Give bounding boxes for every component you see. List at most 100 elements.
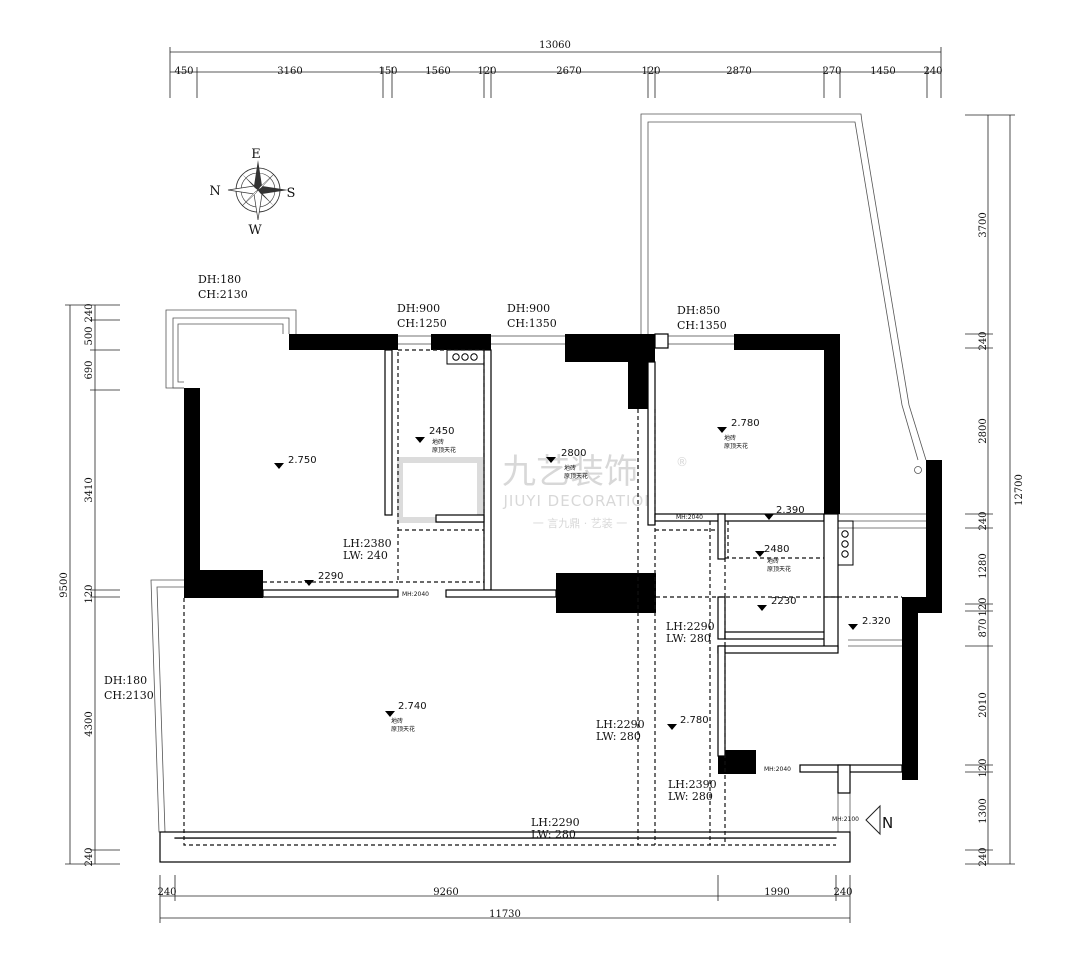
dim-bottom-1: 240 xyxy=(157,887,176,898)
wall-column-sw xyxy=(184,570,263,598)
beam-4-lh: LH:2390 xyxy=(668,778,717,791)
dim-right-4: 240 xyxy=(978,511,989,530)
dim-top-3: 150 xyxy=(378,66,397,77)
compass-e: E xyxy=(251,147,261,162)
dim-top-8: 2870 xyxy=(726,66,751,77)
wall-column-center xyxy=(556,573,656,613)
dim-right-10: 1300 xyxy=(978,798,989,823)
partition-l xyxy=(823,596,839,650)
note-floor: 地砖 xyxy=(564,464,576,472)
beam-2-lh: LH:2290 xyxy=(666,620,715,633)
note-floor: 地砖 xyxy=(724,434,736,442)
dim-top-total: 13060 xyxy=(539,40,571,51)
dim-left-1: 240 xyxy=(84,303,95,322)
dim-right-11: 240 xyxy=(978,847,989,866)
partition-h xyxy=(717,513,726,560)
compass-w: W xyxy=(248,223,262,238)
beam-5-lh: LH:2290 xyxy=(531,816,580,829)
level-9: 2.320 xyxy=(862,616,891,627)
opening-1-ch: CH:2130 xyxy=(198,288,248,301)
dim-top-2: 3160 xyxy=(277,66,302,77)
dim-left-4: 3410 xyxy=(84,477,95,502)
beam-1-lh: LH:2380 xyxy=(343,537,392,550)
note-ceiling: 原顶天花 xyxy=(724,442,748,450)
beam-5-lw: LW: 280 xyxy=(531,828,576,841)
dim-top-1: 450 xyxy=(174,66,193,77)
entry-arrow-icon xyxy=(865,804,881,836)
wall-east-1 xyxy=(824,334,840,514)
left-dimension-labels: 9500 240 500 690 3410 120 4300 240 xyxy=(59,303,95,866)
partition-d xyxy=(445,589,557,598)
level-7: 2290 xyxy=(318,571,343,582)
level-2: 2450 xyxy=(429,426,454,437)
partition-p xyxy=(837,764,851,794)
dim-right-7: 870 xyxy=(978,618,989,637)
dim-right-total: 12700 xyxy=(1014,474,1025,506)
dim-bottom-total: 11730 xyxy=(489,909,521,920)
wall-west xyxy=(184,388,200,598)
door-mark-4: MH:2100 xyxy=(832,816,859,823)
bottom-dimensions xyxy=(159,875,851,923)
dim-top-7: 120 xyxy=(641,66,660,77)
opening-1-dh: DH:180 xyxy=(198,273,241,286)
dim-bottom-3: 1990 xyxy=(764,887,789,898)
wall-north-4 xyxy=(734,334,840,350)
compass-s: S xyxy=(287,186,296,201)
dim-top-5: 120 xyxy=(477,66,496,77)
note-ceiling: 原顶天花 xyxy=(564,472,588,480)
level-1: 2.750 xyxy=(288,455,317,466)
dim-left-6: 4300 xyxy=(84,711,95,736)
dim-top-6: 2670 xyxy=(556,66,581,77)
opening-3-dh: DH:900 xyxy=(507,302,550,315)
wall-east-2 xyxy=(926,460,942,612)
dim-top-11: 240 xyxy=(923,66,942,77)
opening-5-dh: DH:180 xyxy=(104,674,147,687)
dim-top-4: 1560 xyxy=(425,66,450,77)
door-mark-2: MH:2040 xyxy=(676,514,703,521)
level-10: 2.740 xyxy=(398,701,427,712)
dim-right-9: 120 xyxy=(978,758,989,777)
dim-right-3: 2800 xyxy=(978,418,989,443)
top-dimensions xyxy=(169,47,942,98)
compass-rose-icon xyxy=(227,160,288,221)
right-dimensions xyxy=(965,114,1015,865)
wall-north-1 xyxy=(289,334,398,350)
level-6: 2480 xyxy=(764,544,789,555)
right-dimension-labels: 12700 3700 240 2800 240 1280 120 870 201… xyxy=(978,212,1025,866)
partition-b xyxy=(483,349,492,591)
dim-right-2: 240 xyxy=(978,331,989,350)
wall-south xyxy=(159,831,851,863)
note-ceiling: 原顶天花 xyxy=(767,565,791,573)
door-mark-1: MH:2040 xyxy=(402,591,429,598)
dim-left-2: 500 xyxy=(84,326,95,345)
dim-top-10: 1450 xyxy=(870,66,895,77)
note-floor: 地砖 xyxy=(432,438,444,446)
partition-a xyxy=(384,349,393,516)
partition-c xyxy=(262,589,399,598)
partition-k xyxy=(724,631,832,640)
dim-left-total: 9500 xyxy=(59,572,70,597)
opening-5-ch: CH:2130 xyxy=(104,689,154,702)
beam-3-lw: LW: 280 xyxy=(596,730,641,743)
note-ceiling: 原顶天花 xyxy=(391,725,415,733)
beam-1-lw: LW: 240 xyxy=(343,549,388,562)
dim-bottom-2: 9260 xyxy=(433,887,458,898)
walls xyxy=(184,334,942,780)
opening-3-ch: CH:1350 xyxy=(507,317,557,330)
stove-icon xyxy=(446,349,854,566)
partition-o xyxy=(799,764,903,773)
dim-bottom-4: 240 xyxy=(833,887,852,898)
dim-left-5: 120 xyxy=(84,584,95,603)
dim-left-7: 240 xyxy=(84,847,95,866)
opening-4-dh: DH:850 xyxy=(677,304,720,317)
entry-north-label: N xyxy=(882,814,893,832)
level-8: 2230 xyxy=(771,596,796,607)
watermark-en: JIUYI DECORATION xyxy=(502,492,656,510)
level-3: 2800 xyxy=(561,448,586,459)
wall-east-4 xyxy=(902,597,918,780)
opening-2-ch: CH:1250 xyxy=(397,317,447,330)
opening-4-ch: CH:1350 xyxy=(677,319,727,332)
dim-right-1: 3700 xyxy=(978,212,989,237)
partition-j xyxy=(717,596,726,640)
